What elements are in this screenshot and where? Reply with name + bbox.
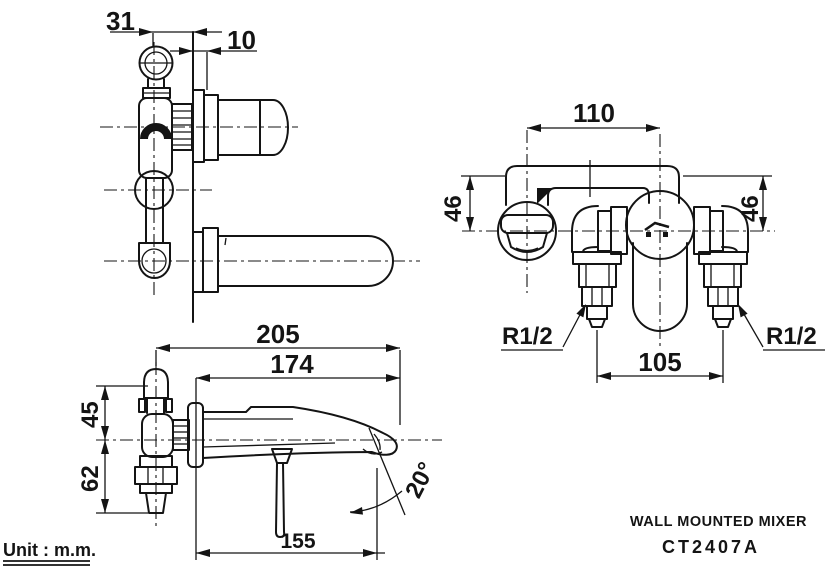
left-hex-nut xyxy=(581,286,613,307)
spout-body xyxy=(217,235,394,287)
inlet-shank-lower xyxy=(145,492,167,514)
aerator-lip xyxy=(362,448,383,455)
left-barrel xyxy=(578,263,617,288)
body-dot-left xyxy=(646,232,651,237)
spout-arch-outer xyxy=(505,165,680,206)
right-barrel xyxy=(703,263,742,288)
lever-pivot xyxy=(271,448,293,464)
body-dot-right xyxy=(663,232,668,237)
title-block: WALL MOUNTED MIXER CT2407A xyxy=(630,514,807,557)
escutcheon-upper xyxy=(192,89,205,163)
temp-indicator-mark xyxy=(644,221,670,232)
dim-spout-to-body: 110 xyxy=(527,98,660,132)
aerator-arc xyxy=(515,247,539,252)
ball-joint xyxy=(134,170,174,210)
unit-note-block: Unit : m.m. xyxy=(3,540,96,566)
dim-wall-to-tip: 174 xyxy=(196,349,400,382)
dim-46-left-label: 46 xyxy=(440,195,467,222)
dim-wall-to-outlet: 155 xyxy=(196,530,385,557)
cartridge-knob xyxy=(143,368,169,399)
side-view-lower: 20° 205 174 45 xyxy=(77,319,442,560)
right-shank-tip xyxy=(714,318,732,328)
thread-callout-right: R1/2 xyxy=(738,304,825,351)
handle-capsule-bottom xyxy=(632,303,688,332)
joystick-lever xyxy=(275,462,286,538)
lever-end xyxy=(138,242,171,279)
side-view-upper: 31 10 xyxy=(100,6,420,323)
product-name: WALL MOUNTED MIXER xyxy=(630,514,807,530)
dim-174-label: 174 xyxy=(270,349,314,379)
spout-tick xyxy=(224,237,227,246)
thread-left-label: R1/2 xyxy=(502,323,553,350)
left-shank-tip xyxy=(588,318,606,328)
dim-110-label: 110 xyxy=(573,98,615,128)
unit-note: Unit : m.m. xyxy=(3,540,96,560)
dim-46-right-label: 46 xyxy=(737,195,764,222)
arch-wedge xyxy=(537,188,553,204)
dim-155-label: 155 xyxy=(280,530,315,553)
dim-overall-depth: 205 xyxy=(155,319,401,425)
right-shank xyxy=(712,305,734,320)
dim-inlet-spacing: 105 xyxy=(596,330,724,383)
angle-arc xyxy=(349,490,403,513)
adapter-ridges-lower xyxy=(173,425,189,445)
thread-callout-left: R1/2 xyxy=(501,304,586,351)
knob-tab-left xyxy=(138,398,146,413)
aerator-cup xyxy=(506,232,548,253)
dim-handle-offset: 31 xyxy=(106,6,222,46)
top-view: 110 46 46 105 R1/2 xyxy=(440,98,825,383)
valve-body-lower xyxy=(141,413,174,458)
spout-outlet xyxy=(497,201,557,261)
dim-above-axis: 45 xyxy=(77,385,148,440)
right-elbow-outer xyxy=(721,205,749,253)
thread-right-label: R1/2 xyxy=(766,323,817,350)
spray-angle-line xyxy=(368,427,406,516)
left-elbow-outer xyxy=(571,205,599,253)
dim-31-label: 31 xyxy=(106,6,135,36)
dim-left-drop: 46 xyxy=(440,175,505,231)
left-shank xyxy=(586,305,608,320)
knob-tab-right xyxy=(165,398,173,413)
dim-45-label: 45 xyxy=(77,401,104,428)
dim-escutcheon-depth: 10 xyxy=(170,25,257,90)
left-washer-2 xyxy=(610,206,628,255)
dim-62-label: 62 xyxy=(77,465,104,492)
right-hex-nut xyxy=(707,286,739,307)
dim-10-label: 10 xyxy=(227,25,256,55)
lever-end-ring xyxy=(141,248,167,274)
spout-flange-inner xyxy=(202,227,219,293)
dim-20deg-label: 20° xyxy=(400,458,441,503)
dim-below-axis: 62 xyxy=(77,440,148,514)
dim-105-label: 105 xyxy=(638,347,681,377)
model-code: CT2407A xyxy=(662,537,760,557)
pivot-dark-arc xyxy=(140,123,172,140)
spout-flange-outer xyxy=(192,231,204,293)
aerator-curve xyxy=(373,433,381,451)
dim-205-label: 205 xyxy=(256,319,299,349)
spout-lower xyxy=(202,406,398,459)
cartridge-dome xyxy=(259,99,289,156)
adapter-ridges xyxy=(172,110,192,146)
spout-inner-bottom xyxy=(202,442,336,448)
adapter-lower xyxy=(172,419,190,451)
dim-right-drop: 46 xyxy=(683,175,772,231)
